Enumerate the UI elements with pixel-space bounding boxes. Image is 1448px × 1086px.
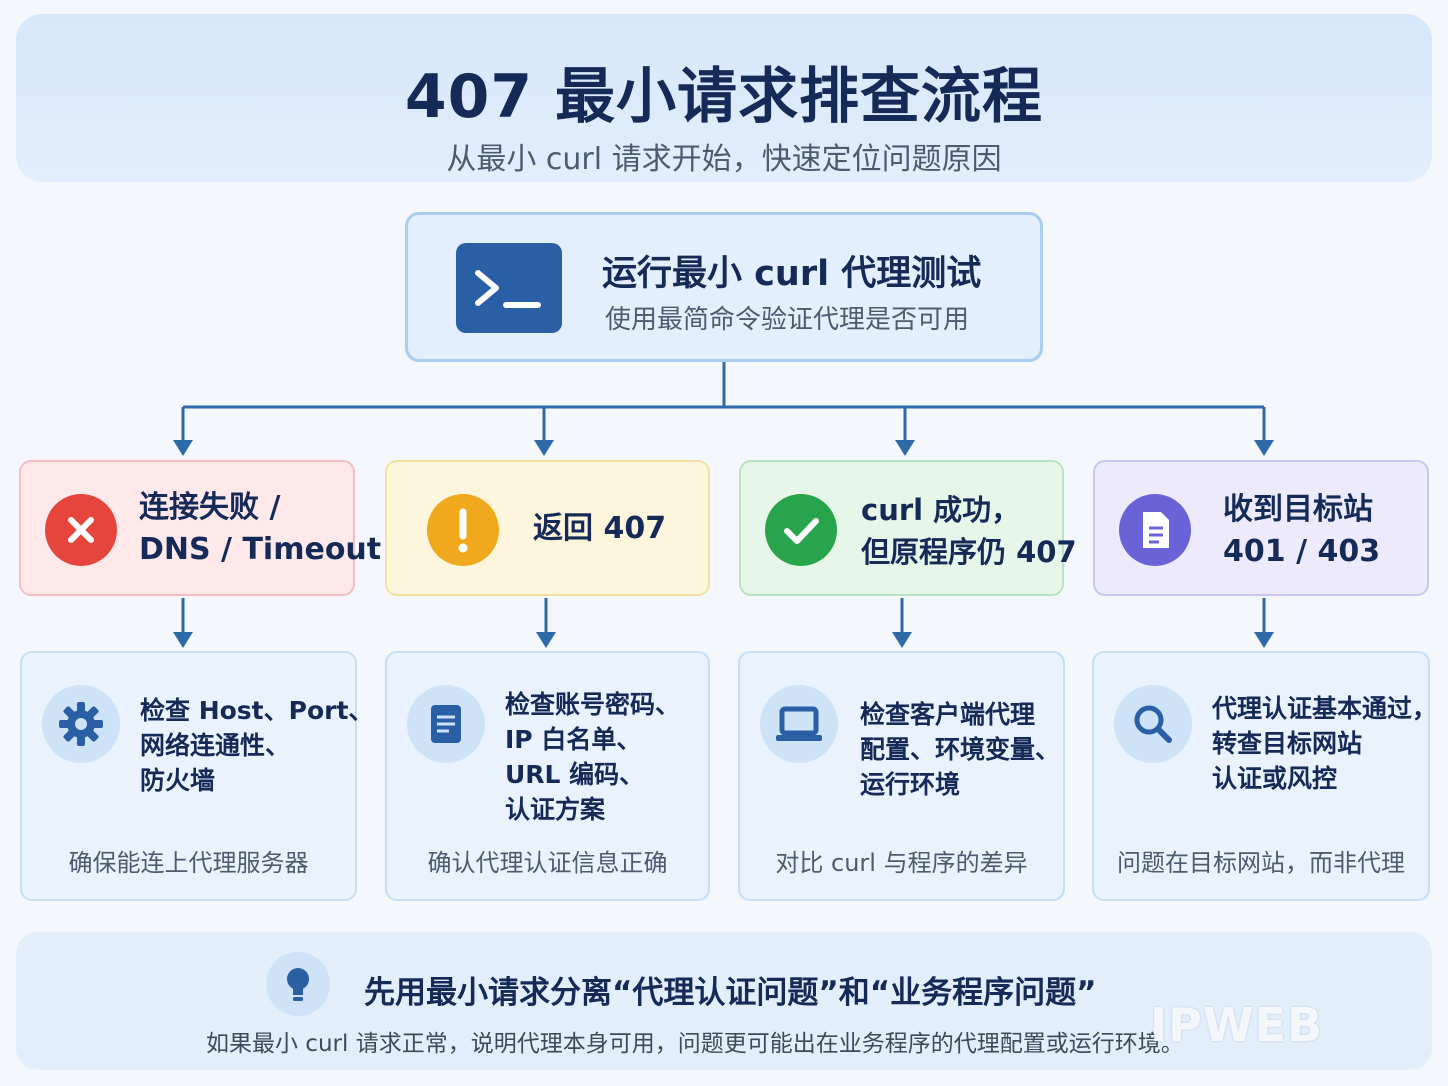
detail-1-line-1: 检查 Host、Port、 — [140, 696, 374, 725]
branch-4-line-2: 401 / 403 — [1223, 534, 1381, 569]
search-icon — [1114, 685, 1192, 763]
branch-card-407: 返回 407 — [385, 460, 710, 596]
arrowhead-branch-4 — [1254, 440, 1274, 456]
detail-2-line-4: 认证方案 — [505, 795, 606, 824]
ipweb-watermark-logo: IPWEB — [1150, 998, 1324, 1052]
branch-1-line-2: DNS / Timeout — [139, 532, 382, 567]
start-step-box: 运行最小 curl 代理测试 使用最简命令验证代理是否可用 — [405, 212, 1043, 362]
detail-3-line-1: 检查客户端代理 — [860, 700, 1036, 729]
detail-3-footer: 对比 curl 与程序的差异 — [775, 849, 1028, 877]
tip-banner: 先用最小请求分离“代理认证问题”和“业务程序问题” 如果最小 curl 请求正常… — [16, 932, 1432, 1070]
detail-4-line-1: 代理认证基本通过， — [1212, 694, 1438, 723]
document-icon — [407, 685, 485, 763]
x-circle-icon — [45, 494, 117, 566]
arrowhead-branch-3 — [895, 440, 915, 456]
detail-card-client: 检查客户端代理 配置、环境变量、 运行环境 对比 curl 与程序的差异 — [738, 651, 1065, 901]
detail-2-footer: 确认代理认证信息正确 — [427, 849, 668, 877]
arrowhead-detail-4 — [1254, 632, 1274, 648]
detail-3-line-2: 配置、环境变量、 — [860, 735, 1061, 764]
file-icon — [1119, 494, 1191, 566]
terminal-icon — [456, 243, 562, 333]
branch-3-line-1: curl 成功， — [861, 493, 1021, 527]
detail-2-line-2: IP 白名单、 — [505, 725, 642, 754]
arrowhead-detail-3 — [892, 632, 912, 648]
detail-4-line-3: 认证或风控 — [1212, 764, 1338, 793]
arrowhead-detail-2 — [536, 632, 556, 648]
detail-1-line-2: 网络连通性、 — [140, 731, 291, 760]
branch-card-connection-failure: 连接失败 / DNS / Timeout — [19, 460, 381, 596]
tip-text: 如果最小 curl 请求正常，说明代理本身可用，问题更可能出在业务程序的代理配置… — [206, 1031, 1184, 1057]
start-step-title: 运行最小 curl 代理测试 — [602, 254, 982, 294]
tip-title: 先用最小请求分离“代理认证问题”和“业务程序问题” — [364, 975, 1097, 1011]
branch-card-target-401-403: 收到目标站 401 / 403 — [1093, 460, 1429, 596]
branch-card-curl-success: curl 成功， 但原程序仍 407 — [739, 460, 1077, 596]
branch-1-line-1: 连接失败 / — [139, 490, 281, 525]
header-banner: 407 最小请求排查流程 从最小 curl 请求开始，快速定位问题原因 — [16, 14, 1432, 182]
gear-icon — [42, 685, 120, 763]
branch-4-line-1: 收到目标站 — [1223, 492, 1373, 527]
lightbulb-icon — [266, 952, 330, 1016]
arrowhead-branch-2 — [534, 440, 554, 456]
detail-4-footer: 问题在目标网站，而非代理 — [1117, 849, 1405, 877]
detail-card-target: 代理认证基本通过， 转查目标网站 认证或风控 问题在目标网站，而非代理 — [1092, 651, 1437, 901]
start-step-subtitle: 使用最简命令验证代理是否可用 — [605, 305, 970, 335]
laptop-icon — [760, 685, 838, 763]
arrowhead-detail-1 — [173, 632, 193, 648]
check-circle-icon — [765, 494, 837, 566]
detail-card-auth: 检查账号密码、 IP 白名单、 URL 编码、 认证方案 确认代理认证信息正确 — [385, 651, 710, 901]
branch-3-line-2: 但原程序仍 407 — [861, 535, 1077, 569]
detail-1-footer: 确保能连上代理服务器 — [68, 849, 309, 877]
detail-2-line-3: URL 编码、 — [505, 760, 645, 789]
page-subtitle: 从最小 curl 请求开始，快速定位问题原因 — [446, 142, 1002, 177]
detail-1-line-3: 防火墙 — [140, 766, 216, 795]
detail-3-line-3: 运行环境 — [860, 770, 961, 799]
detail-2-line-1: 检查账号密码、 — [505, 690, 681, 719]
arrowhead-branch-1 — [173, 440, 193, 456]
detail-card-connection: 检查 Host、Port、 网络连通性、 防火墙 确保能连上代理服务器 — [20, 651, 373, 901]
exclamation-icon — [427, 494, 499, 566]
detail-4-line-2: 转查目标网站 — [1212, 729, 1363, 758]
page-title: 407 最小请求排查流程 — [404, 62, 1044, 132]
branch-2-line-1: 返回 407 — [533, 511, 667, 546]
